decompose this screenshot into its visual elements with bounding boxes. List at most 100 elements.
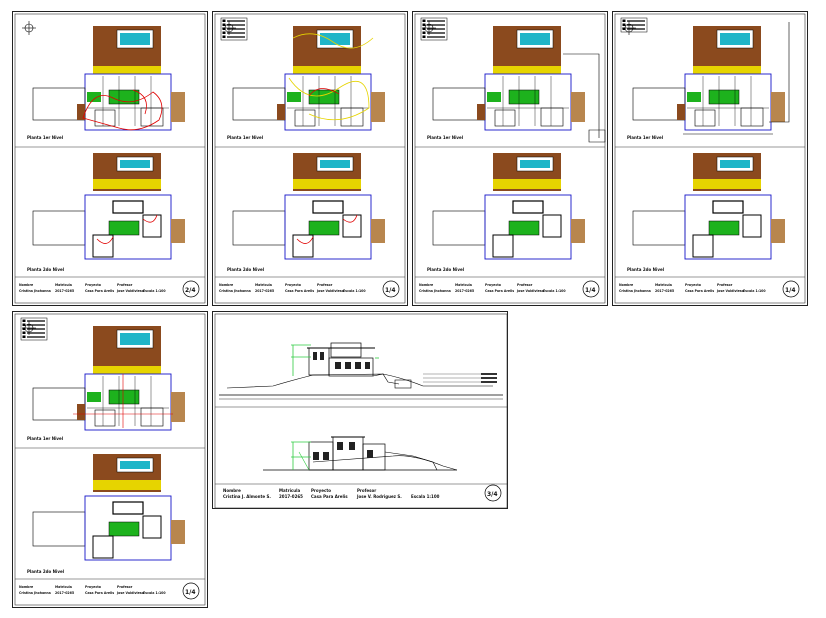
side-terrain bbox=[571, 219, 585, 243]
lower-plan-label: Planta 2do Nivel bbox=[27, 569, 65, 574]
tb-value-4: Jose Valdivieso bbox=[316, 289, 345, 293]
side-terrain bbox=[371, 92, 385, 122]
tb-header-2: Matricula bbox=[55, 283, 72, 287]
tb-value-3: Casa Para Arelis bbox=[85, 289, 114, 293]
tb-value-3: Casa Para Arelis bbox=[285, 289, 314, 293]
pool bbox=[720, 33, 750, 45]
tb-header-2: Matricula bbox=[455, 283, 472, 287]
tb-value-3: Casa Para Arelis bbox=[311, 494, 348, 499]
side-terrain bbox=[171, 520, 185, 544]
courtyard bbox=[108, 89, 140, 105]
sheet-number-circle bbox=[182, 280, 200, 298]
upper-floor-plan bbox=[232, 26, 385, 131]
sheet-number: 2/4 bbox=[185, 287, 196, 294]
tb-value-2: 2017-0265 bbox=[655, 289, 674, 293]
tb-value-3: Casa Para Arelis bbox=[685, 289, 714, 293]
deck bbox=[93, 66, 161, 74]
lower-floor-plan bbox=[432, 153, 585, 260]
side-terrain bbox=[171, 392, 185, 422]
deck bbox=[293, 66, 361, 74]
tb-value-1: Cristina Jhohanna bbox=[19, 289, 51, 293]
tb-value-4: Jose Valdivieso bbox=[116, 289, 145, 293]
upper-plan-label: Planta 1er Nivel bbox=[427, 135, 464, 140]
tb-scale: Escala 1:100 bbox=[543, 289, 566, 293]
deck bbox=[493, 179, 561, 189]
garden bbox=[487, 92, 501, 102]
tb-header-3: Proyecto bbox=[285, 283, 302, 287]
tb-value-2: 2017-0265 bbox=[455, 289, 474, 293]
tb-header-3: Proyecto bbox=[85, 283, 102, 287]
garden bbox=[687, 92, 701, 102]
tb-header-1: Nombre bbox=[219, 283, 233, 287]
tb-header-1: Nombre bbox=[619, 283, 633, 287]
tb-header-1: Nombre bbox=[223, 488, 241, 493]
legend-table bbox=[620, 17, 648, 33]
tb-header-4: Profesor bbox=[357, 488, 376, 493]
upper-plan-label: Planta 1er Nivel bbox=[627, 135, 664, 140]
legend-table bbox=[420, 17, 448, 41]
pool bbox=[120, 461, 150, 469]
sheet-number: 3/4 bbox=[487, 491, 498, 498]
side-terrain bbox=[571, 92, 585, 122]
tb-value-2: 2017-0265 bbox=[55, 289, 74, 293]
courtyard bbox=[308, 89, 340, 105]
courtyard bbox=[308, 220, 340, 236]
side-wall bbox=[677, 104, 685, 120]
tb-value-1: Cristina Jhohanna bbox=[19, 591, 51, 595]
tb-value-4: Jose Valdivieso bbox=[716, 289, 745, 293]
deck bbox=[693, 66, 761, 74]
side-terrain bbox=[171, 219, 185, 243]
courtyard bbox=[108, 220, 140, 236]
pool bbox=[720, 160, 750, 168]
deck bbox=[293, 179, 361, 189]
sheet-number-circle bbox=[782, 280, 800, 298]
pool bbox=[120, 333, 150, 345]
garage bbox=[632, 210, 686, 246]
tb-header-4: Profesor bbox=[317, 283, 333, 287]
tb-value-2: 2017-0265 bbox=[55, 591, 74, 595]
garage bbox=[32, 511, 86, 547]
elevation-sheet: Nombre Cristina J. Almonte S. Matricula … bbox=[212, 311, 508, 509]
sheet-number-circle bbox=[484, 484, 502, 502]
tb-scale: Escala 1:100 bbox=[143, 591, 166, 595]
side-wall bbox=[277, 104, 285, 120]
lower-plan-label: Planta 2do Nivel bbox=[227, 267, 265, 272]
tb-header-1: Nombre bbox=[419, 283, 433, 287]
sheet-number: 1/4 bbox=[185, 589, 196, 596]
sheet-number: 1/4 bbox=[585, 287, 596, 294]
sheet-number-circle bbox=[182, 582, 200, 600]
side-wall bbox=[77, 404, 85, 420]
lower-floor-plan bbox=[32, 454, 185, 561]
sheet-number: 1/4 bbox=[385, 287, 396, 294]
lower-floor-plan bbox=[632, 153, 785, 260]
tb-value-1: Cristina J. Almonte S. bbox=[223, 494, 271, 499]
sheet-number-circle bbox=[582, 280, 600, 298]
side-terrain bbox=[771, 219, 785, 243]
garage bbox=[32, 210, 86, 246]
deck bbox=[93, 179, 161, 189]
pool bbox=[120, 33, 150, 45]
lower-plan-label: Planta 2do Nivel bbox=[27, 267, 65, 272]
upper-plan-label: Planta 1er Nivel bbox=[227, 135, 264, 140]
deck bbox=[93, 480, 161, 490]
pool bbox=[520, 160, 550, 168]
lower-plan-label: Planta 2do Nivel bbox=[427, 267, 465, 272]
elevation-title-block: Nombre Cristina J. Almonte S. Matricula … bbox=[223, 484, 502, 502]
tb-scale: Escala 1:100 bbox=[143, 289, 166, 293]
upper-plan-label: Planta 1er Nivel bbox=[27, 135, 64, 140]
tb-header-4: Profesor bbox=[717, 283, 733, 287]
pool bbox=[320, 160, 350, 168]
deck bbox=[693, 179, 761, 189]
tb-header-3: Proyecto bbox=[85, 585, 102, 589]
pool bbox=[520, 33, 550, 45]
deck bbox=[493, 66, 561, 74]
tb-value-2: 2017-0265 bbox=[255, 289, 274, 293]
pool bbox=[320, 33, 350, 45]
legend-table bbox=[20, 317, 48, 341]
